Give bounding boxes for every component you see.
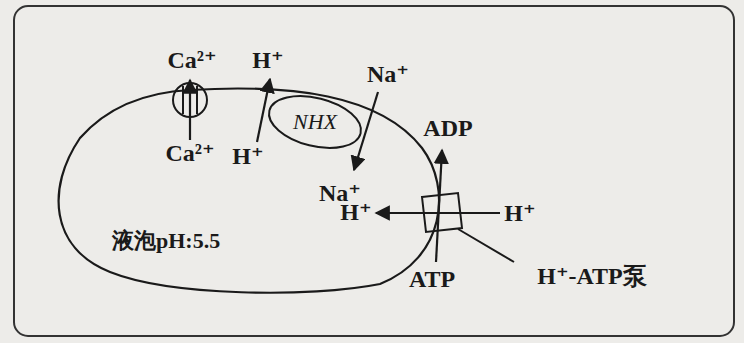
ion-label: H⁺	[340, 199, 371, 225]
ion-label: H⁺	[252, 47, 283, 73]
ion-label: H⁺	[504, 200, 535, 226]
node-outline	[50, 88, 445, 292]
molecule-label: ADP	[423, 115, 472, 141]
ion-label: Na⁺	[367, 61, 409, 87]
frame-border	[14, 6, 734, 336]
vacuole-region: 液泡pH:5.5	[50, 88, 445, 292]
pump-name: H⁺-ATP泵	[537, 263, 647, 289]
proton-pump	[376, 150, 514, 262]
molecule-label: ATP	[409, 266, 455, 292]
transporter-name: NHX	[293, 109, 337, 135]
transporter-ellipse: NHX	[267, 97, 363, 147]
ion-label: Ca²⁺	[165, 140, 214, 166]
ion-label: H⁺	[232, 143, 263, 169]
ion-label: Ca²⁺	[167, 47, 216, 73]
region-label: 液泡pH:5.5	[112, 226, 220, 256]
